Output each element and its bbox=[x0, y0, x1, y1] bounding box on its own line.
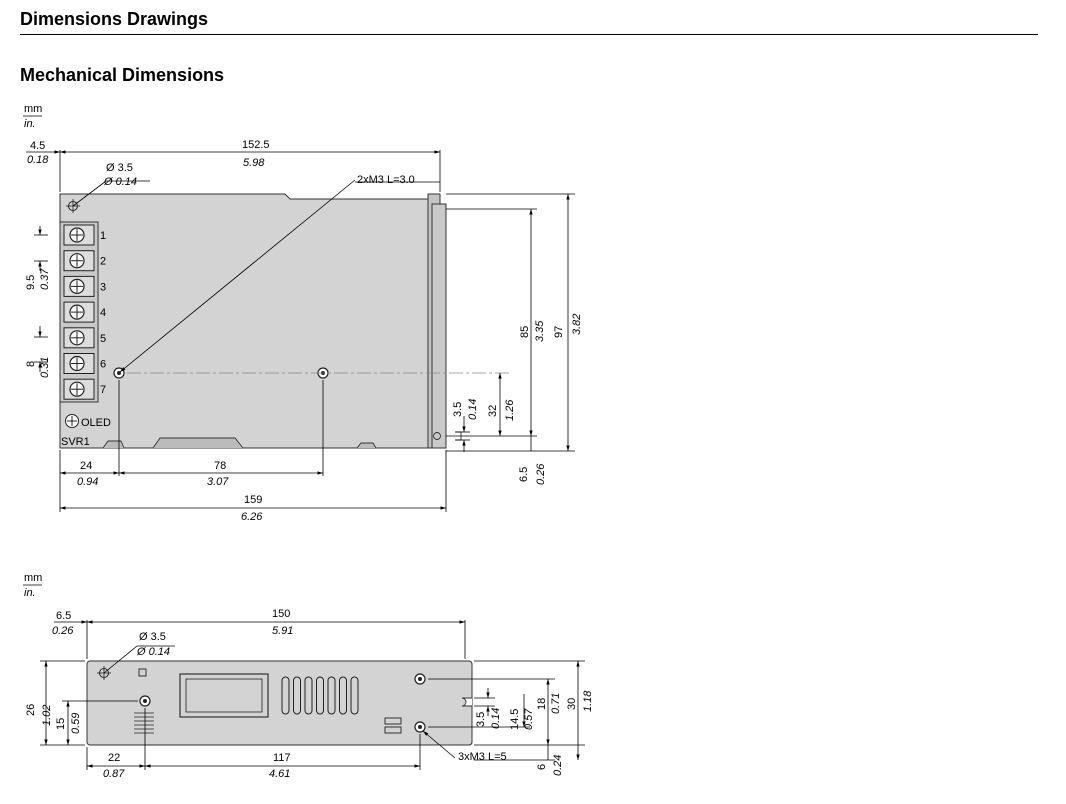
dim-hole-in: Ø 0.14 bbox=[136, 646, 170, 658]
page-title: Dimensions Drawings bbox=[20, 9, 209, 29]
terminal-screws: 1 2 3 4 5 6 7 bbox=[63, 224, 106, 400]
unit-legend-side: mm in. bbox=[23, 572, 42, 599]
dim-85-in: 3.35 bbox=[534, 320, 546, 342]
top-view-labels: 4.5 0.18 152.5 5.98 Ø 3.5 Ø 0.14 2xM3 L=… bbox=[25, 139, 583, 523]
terminal-3: 3 bbox=[63, 275, 106, 297]
unit-mm-label: mm bbox=[24, 103, 42, 115]
dim-22-mm: 22 bbox=[108, 752, 120, 764]
dim-117-in: 4.61 bbox=[269, 768, 290, 780]
terminal-5: 5 bbox=[63, 327, 106, 349]
dim-4-5-in: 0.18 bbox=[27, 154, 49, 166]
dim-9-5-in: 0.37 bbox=[39, 268, 51, 290]
dim-24-mm: 24 bbox=[80, 460, 92, 472]
terminal-1: 1 bbox=[63, 224, 106, 246]
svr-label: SVR1 bbox=[61, 436, 90, 448]
side-view bbox=[86, 660, 473, 746]
label-window bbox=[179, 673, 269, 718]
side-view-dimensions bbox=[40, 620, 585, 770]
dim-4-5-mm: 4.5 bbox=[30, 140, 45, 152]
terminal-4: 4 bbox=[63, 301, 106, 323]
screw-hole-icon bbox=[139, 673, 426, 733]
dim-8-in: 0.31 bbox=[39, 357, 51, 378]
dim-6-5-in: 0.26 bbox=[535, 463, 547, 485]
dim-78-in: 3.07 bbox=[207, 476, 229, 488]
dim-32-mm: 32 bbox=[487, 405, 499, 417]
vent-slots bbox=[281, 676, 359, 715]
vent-slot bbox=[316, 676, 324, 715]
title-divider bbox=[20, 34, 1038, 35]
dim-6-mm: 6 bbox=[536, 764, 548, 770]
dim-150-in: 5.91 bbox=[272, 625, 293, 637]
dim-15-mm: 15 bbox=[55, 718, 67, 730]
dim-hole-in: Ø 0.14 bbox=[103, 176, 137, 188]
unit-in-label: in. bbox=[24, 587, 36, 599]
side-view-labels: 6.5 0.26 150 5.91 Ø 3.5 Ø 0.14 22 0.87 1… bbox=[25, 608, 594, 780]
dim-22-in: 0.87 bbox=[103, 768, 125, 780]
dim-26-mm: 26 bbox=[25, 704, 37, 716]
unit-mm-label: mm bbox=[24, 572, 42, 584]
dim-18-in: 0.71 bbox=[550, 693, 562, 714]
dim-6-5-in: 0.26 bbox=[52, 625, 74, 637]
dim-97-in: 3.82 bbox=[571, 314, 583, 335]
vent-slot bbox=[339, 676, 347, 715]
dim-3-5-mm: 3.5 bbox=[475, 712, 487, 727]
dim-14-5-mm: 14.5 bbox=[509, 709, 521, 730]
vent-slot bbox=[304, 676, 313, 715]
dim-18-mm: 18 bbox=[536, 698, 548, 710]
terminal-7: 7 bbox=[63, 378, 106, 400]
top-view: 1 2 3 4 5 6 7 OLED SVR1 bbox=[59, 193, 510, 449]
terminal-2: 2 bbox=[63, 250, 106, 272]
screws-label: 2xM3 L=3.0 bbox=[357, 174, 415, 186]
dim-152-5-in: 5.98 bbox=[243, 157, 265, 169]
unit-in-label: in. bbox=[24, 118, 36, 130]
dim-159-mm: 159 bbox=[244, 494, 262, 506]
dim-85-mm: 85 bbox=[519, 326, 531, 338]
dim-150-mm: 150 bbox=[272, 608, 290, 620]
dim-6-5-mm: 6.5 bbox=[518, 467, 530, 482]
dim-3-5-in: 0.14 bbox=[467, 399, 479, 420]
dim-152-5-mm: 152.5 bbox=[242, 139, 270, 151]
dim-6-in: 0.24 bbox=[552, 755, 564, 776]
terminal-number: 4 bbox=[100, 307, 106, 319]
dim-15-in: 0.59 bbox=[70, 713, 82, 734]
dim-32-in: 1.26 bbox=[504, 399, 516, 421]
terminal-number: 3 bbox=[100, 281, 106, 293]
dim-117-mm: 117 bbox=[273, 752, 291, 764]
dim-8-mm: 8 bbox=[25, 361, 37, 367]
led-label: OLED bbox=[81, 417, 111, 429]
dim-hole-mm: Ø 3.5 bbox=[139, 631, 166, 643]
terminal-6: 6 bbox=[63, 353, 106, 374]
dim-30-mm: 30 bbox=[566, 698, 578, 710]
vent-slot bbox=[281, 676, 290, 715]
vent-slot bbox=[350, 676, 359, 715]
dim-78-mm: 78 bbox=[214, 460, 226, 472]
dim-3-5-mm: 3.5 bbox=[452, 402, 464, 417]
psu-body-top bbox=[59, 193, 429, 449]
section-title: Mechanical Dimensions bbox=[20, 65, 225, 85]
dim-hole-mm: Ø 3.5 bbox=[106, 162, 133, 174]
dim-97-mm: 97 bbox=[553, 326, 565, 338]
dim-3-5-in: 0.14 bbox=[490, 708, 502, 729]
dim-6-5-mm: 6.5 bbox=[56, 610, 71, 622]
terminal-number: 2 bbox=[100, 256, 106, 268]
dim-14-5-in: 0.57 bbox=[523, 708, 535, 730]
vent-slot bbox=[327, 676, 336, 715]
dim-24-in: 0.94 bbox=[77, 476, 98, 488]
dim-26-in: 1.02 bbox=[41, 705, 53, 726]
dim-9-5-mm: 9.5 bbox=[25, 275, 37, 290]
terminal-number: 5 bbox=[100, 333, 106, 345]
unit-legend-top: mm in. bbox=[23, 103, 42, 130]
dim-30-in: 1.18 bbox=[582, 690, 594, 712]
dim-159-in: 6.26 bbox=[241, 511, 263, 523]
terminal-number: 7 bbox=[100, 384, 106, 396]
top-view-dimensions bbox=[26, 150, 575, 512]
terminal-number: 1 bbox=[100, 230, 106, 242]
vent-slot bbox=[293, 676, 301, 715]
grille-lines bbox=[134, 712, 154, 734]
screws-label: 3xM3 L=5 bbox=[458, 751, 507, 763]
terminal-number: 6 bbox=[100, 359, 106, 371]
